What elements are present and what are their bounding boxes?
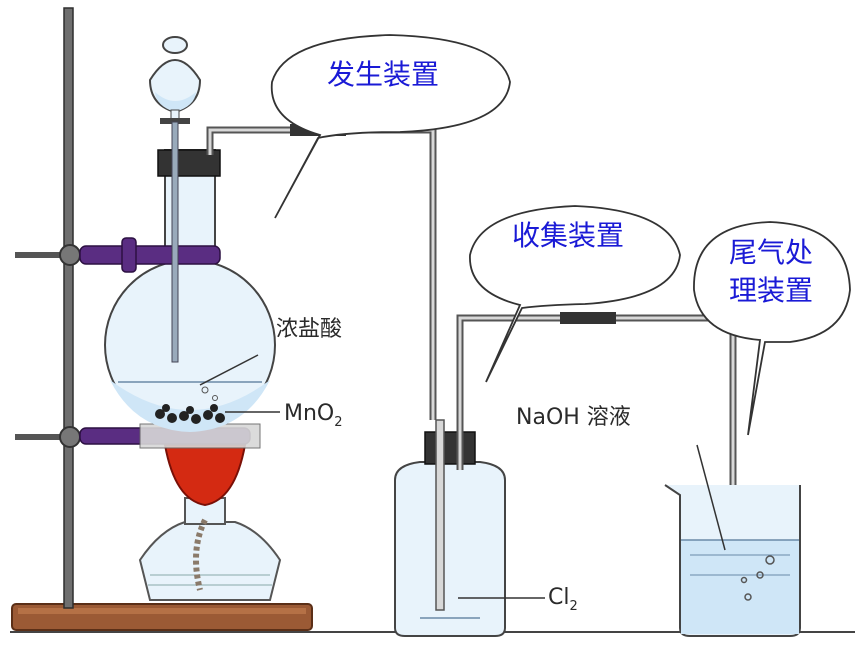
separatory-funnel [148, 36, 202, 363]
callout-collector-text: 收集装置 [512, 219, 624, 252]
label-mno2-main: MnO [284, 401, 334, 426]
label-mno2-sub: 2 [334, 415, 342, 430]
callout-generator: 发生装置 [270, 34, 511, 219]
label-cl2: Cl2 [548, 585, 578, 614]
upper-clamp [15, 237, 221, 273]
label-acid: 浓盐酸 [276, 317, 342, 342]
stand-base [11, 603, 313, 631]
flame [163, 444, 247, 507]
lower-clamp [15, 423, 261, 449]
generator-apparatus [11, 7, 437, 631]
label-naoh: NaOH 溶液 [516, 405, 631, 430]
flask [104, 149, 276, 432]
callout-tail-text-1: 尾气处 [729, 236, 813, 269]
label-mno2: MnO2 [284, 401, 343, 430]
callout-tail: 尾气处 理装置 [693, 221, 851, 436]
alcohol-lamp [138, 497, 282, 601]
stand-rod [63, 7, 74, 609]
label-cl2-main: Cl [548, 585, 569, 610]
collection-bottle [394, 312, 737, 637]
callout-generator-text: 发生装置 [327, 58, 439, 91]
callout-tail-text-2: 理装置 [729, 274, 813, 307]
callout-collector: 收集装置 [469, 205, 681, 383]
label-cl2-sub: 2 [569, 599, 577, 614]
naoh-beaker [664, 484, 801, 637]
